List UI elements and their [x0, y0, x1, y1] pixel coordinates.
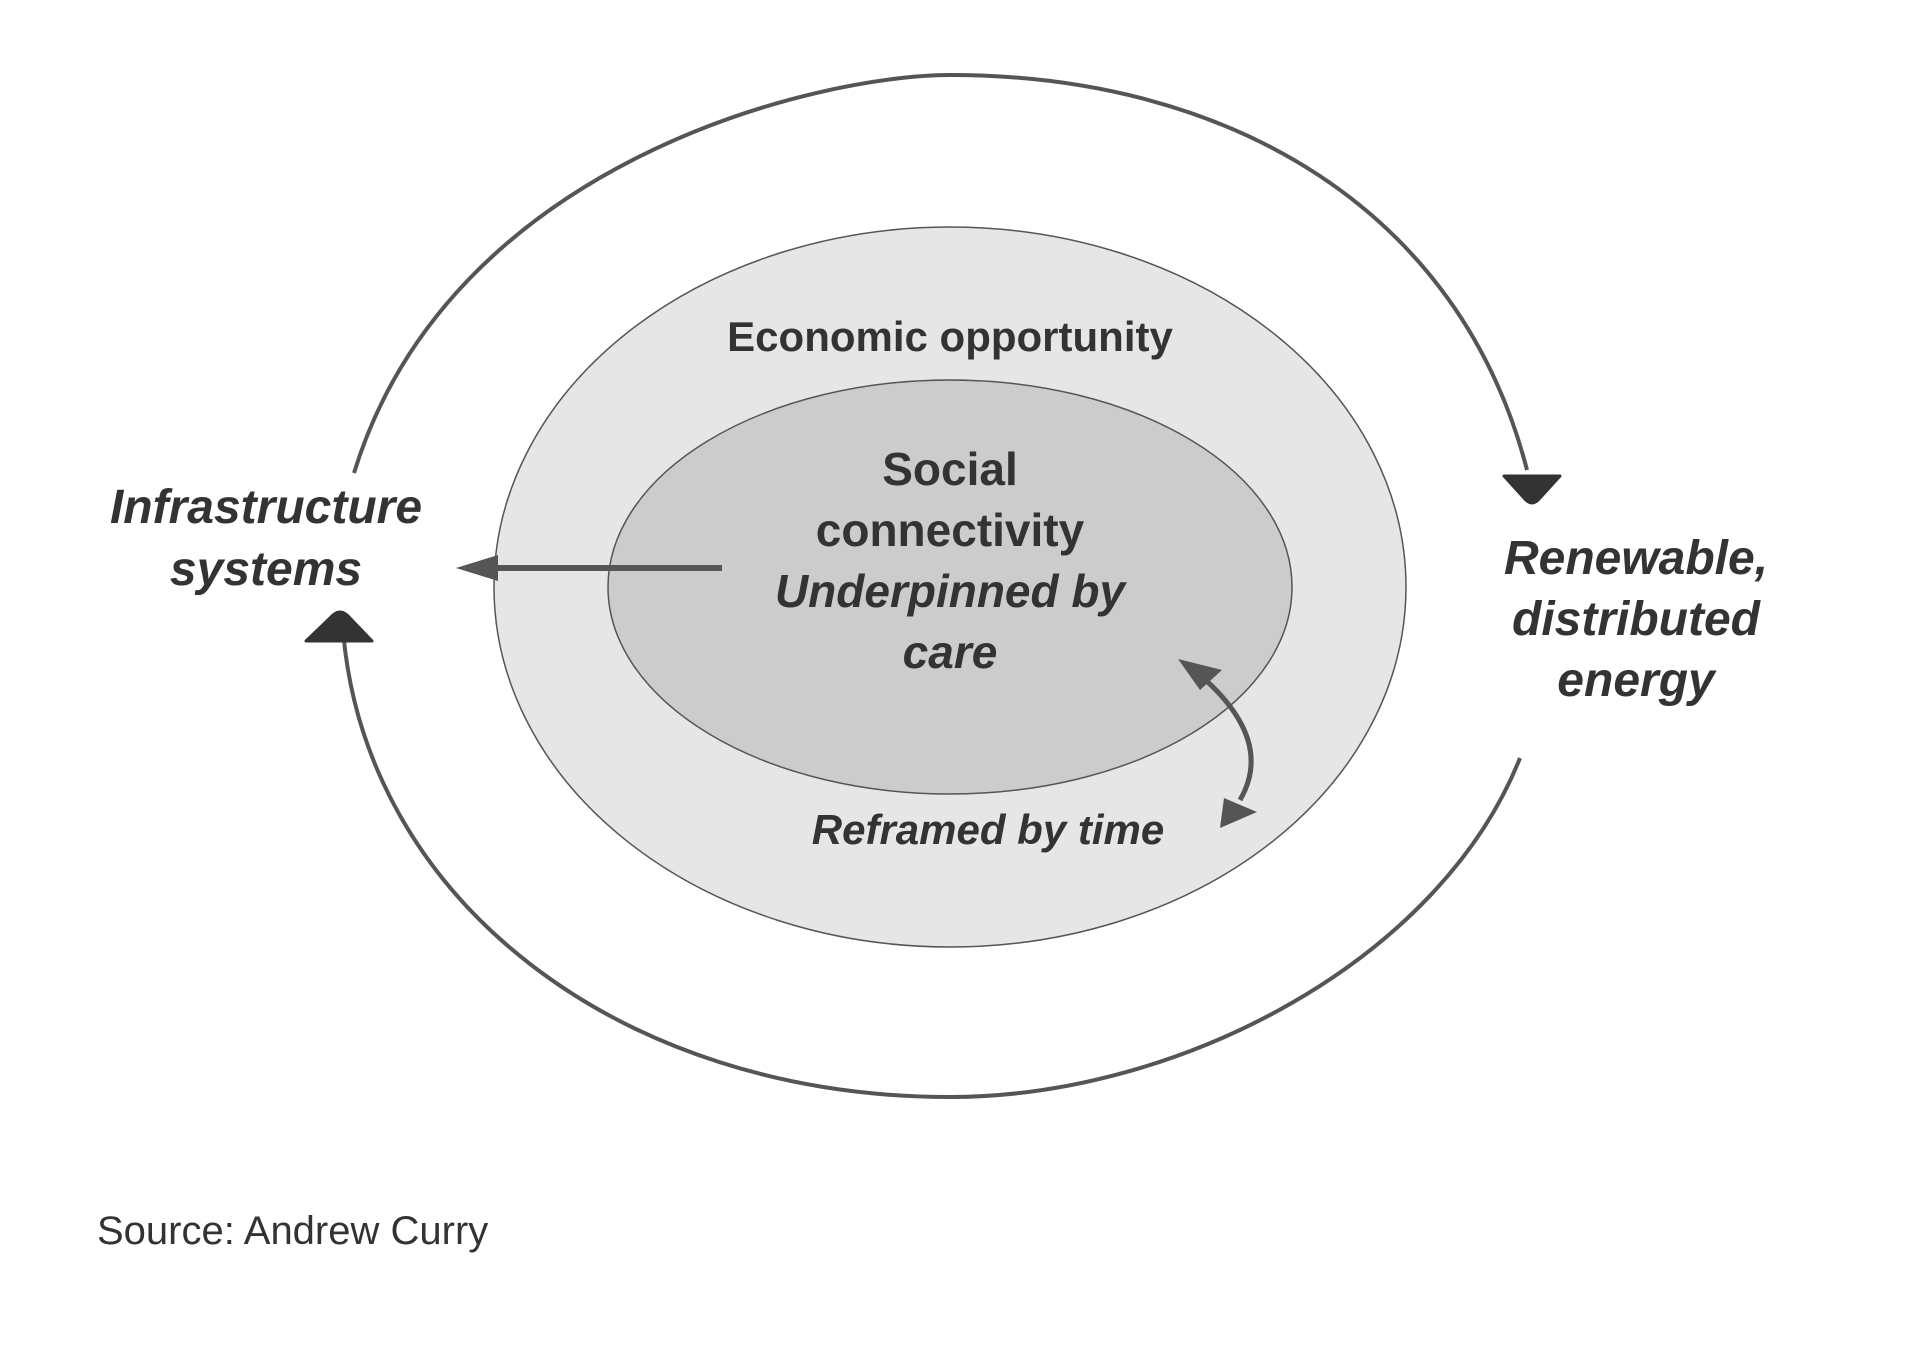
energy-label-line2: distributed: [1512, 593, 1762, 646]
core-label-line3: Underpinned by: [775, 565, 1128, 617]
core-label-line1: Social: [882, 443, 1018, 495]
source-caption: Source: Andrew Curry: [97, 1209, 488, 1253]
energy-label-line3: energy: [1557, 654, 1717, 707]
core-label-line4: care: [903, 626, 998, 678]
outer-cycle-arc-top: [352, 72, 1529, 474]
arrowhead-down-icon: [1502, 474, 1562, 505]
arrowhead-up-icon: [304, 610, 374, 643]
reframed-by-time-label: Reframed by time: [812, 806, 1164, 853]
outer-cycle-arc-bottom: [341, 629, 1522, 1100]
social-connectivity-core: [607, 379, 1293, 795]
core-label-line2: connectivity: [816, 504, 1085, 556]
economic-opportunity-label: Economic opportunity: [727, 313, 1173, 360]
arrowhead-lower-icon: [1220, 798, 1257, 828]
energy-label-line1: Renewable,: [1504, 532, 1768, 585]
arrowhead-left-icon: [456, 555, 498, 581]
arrowhead-upper-icon: [1178, 659, 1222, 690]
time-curved-arrow: [1198, 673, 1254, 802]
infrastructure-label-line2: systems: [170, 543, 362, 596]
infrastructure-label-line1: Infrastructure: [110, 481, 422, 534]
